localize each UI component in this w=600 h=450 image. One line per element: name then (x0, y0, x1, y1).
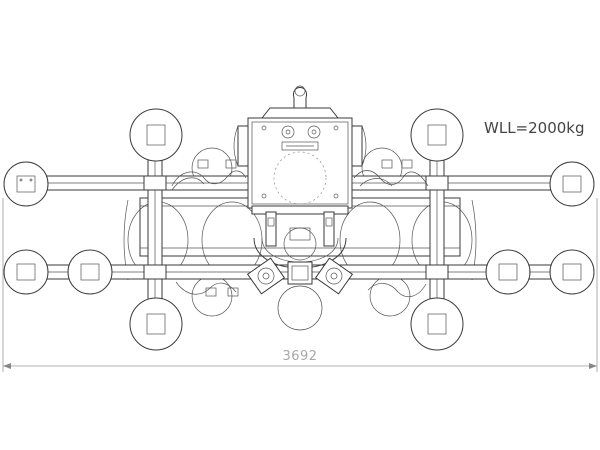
gauge-icon (307, 125, 321, 139)
suction-pads (3, 108, 595, 351)
suction-pad (129, 297, 183, 351)
suction-pad (485, 249, 531, 295)
gear-motors (246, 257, 354, 295)
overall-width-label: 3692 (282, 349, 317, 364)
suction-pad (67, 249, 113, 295)
overall-width-dimension: 3692 (2, 198, 598, 372)
suction-pad (410, 108, 464, 162)
suction-pad (549, 161, 595, 207)
suction-pad (3, 249, 49, 295)
hose-coils (171, 159, 429, 298)
suction-pad (3, 161, 49, 207)
suction-pad (549, 249, 595, 295)
vacuum-unit (233, 85, 367, 269)
wll-label: WLL=2000kg (484, 119, 585, 137)
gauge-icon (281, 125, 295, 139)
suction-pad (410, 297, 464, 351)
gear-motor (314, 257, 354, 295)
gear-motor (246, 257, 286, 295)
lifting-eye (293, 85, 307, 108)
suction-pad (129, 108, 183, 162)
